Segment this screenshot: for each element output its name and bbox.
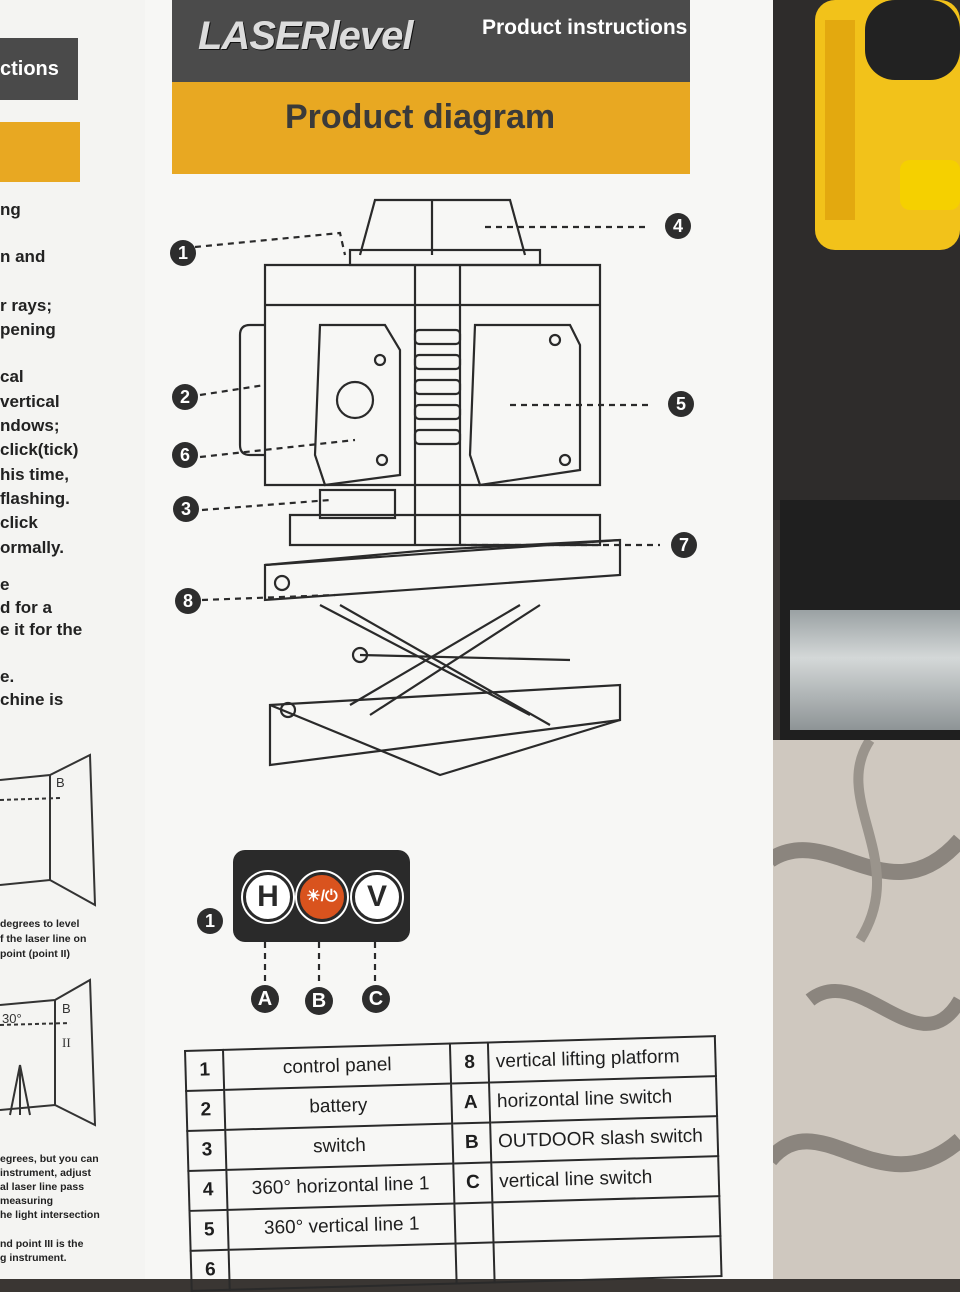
metal-strip bbox=[790, 610, 960, 730]
section-bar bbox=[172, 82, 690, 174]
part-label: horizontal line switch bbox=[489, 1076, 718, 1123]
part-label: battery bbox=[224, 1083, 453, 1130]
part-number bbox=[454, 1202, 494, 1244]
part-label: vertical lifting platform bbox=[488, 1036, 716, 1083]
left-text-line: pening bbox=[0, 320, 56, 339]
left-yellow-bar bbox=[0, 122, 80, 182]
part-label: control panel bbox=[223, 1043, 452, 1090]
left-small-line: f the laser line on bbox=[0, 933, 87, 945]
left-text-line: e. bbox=[0, 667, 15, 686]
left-text-line: e bbox=[0, 575, 10, 594]
left-text-line: ng bbox=[0, 200, 21, 219]
left-small-line: degrees to level bbox=[0, 918, 80, 930]
page-subtitle: Product instructions bbox=[482, 16, 688, 39]
part-number: 5 bbox=[189, 1209, 230, 1251]
manual-page bbox=[145, 0, 773, 1279]
laser-level-drawing bbox=[194, 198, 660, 777]
part-number: 2 bbox=[186, 1089, 226, 1131]
left-text-line: ndows; bbox=[0, 416, 60, 435]
part-label: OUTDOOR slash switch bbox=[490, 1116, 719, 1163]
callout-3: 3 bbox=[173, 496, 199, 522]
control-panel: H ☀/⏻ V bbox=[233, 850, 410, 942]
fig-label: B bbox=[56, 775, 65, 790]
fig-label: 30° bbox=[2, 1011, 22, 1026]
v-button-icon: V bbox=[352, 872, 402, 922]
callout-6: 6 bbox=[172, 442, 198, 468]
part-label bbox=[492, 1196, 721, 1243]
left-small-line: al laser line pass bbox=[0, 1181, 85, 1193]
left-text-line: n and bbox=[0, 247, 46, 266]
left-small-line: he light intersection bbox=[0, 1209, 100, 1221]
left-text-line: vertical bbox=[0, 392, 60, 411]
part-number: 1 bbox=[185, 1049, 225, 1091]
label-a: A bbox=[251, 985, 279, 1013]
parts-table: 1 control panel 8 vertical lifting platf… bbox=[184, 1035, 723, 1292]
left-page: ctions ng n and r rays; pening cal verti… bbox=[0, 0, 150, 1279]
callout-8: 8 bbox=[175, 588, 201, 614]
left-small-line: g instrument. bbox=[0, 1252, 67, 1264]
part-label bbox=[493, 1236, 722, 1283]
left-text-line: cal bbox=[0, 367, 24, 386]
callout-2: 2 bbox=[172, 384, 198, 410]
part-number: B bbox=[452, 1122, 492, 1164]
left-header: ctions bbox=[0, 38, 78, 100]
panel-callout-1: 1 bbox=[197, 908, 223, 934]
callout-5: 5 bbox=[668, 391, 694, 417]
carpet bbox=[770, 740, 960, 1279]
callout-7: 7 bbox=[671, 532, 697, 558]
h-button-icon: H bbox=[243, 872, 293, 922]
left-text-line: click(tick) bbox=[0, 440, 79, 459]
fig-label: II bbox=[62, 1035, 71, 1050]
fig-label: B bbox=[62, 1001, 71, 1016]
part-number: 8 bbox=[449, 1042, 490, 1084]
callout-1: 1 bbox=[170, 240, 196, 266]
part-number bbox=[455, 1242, 496, 1284]
part-label bbox=[229, 1243, 457, 1290]
yellow-tool-photo bbox=[815, 0, 960, 250]
left-text-line: r rays; bbox=[0, 296, 52, 315]
title-bar bbox=[172, 0, 690, 92]
left-small-line: egrees, but you can bbox=[0, 1153, 99, 1165]
part-number: 3 bbox=[187, 1129, 227, 1171]
part-label: 360° vertical line 1 bbox=[227, 1203, 456, 1250]
part-number: A bbox=[451, 1082, 491, 1124]
left-small-line: point (point II) bbox=[0, 948, 70, 960]
panel-leader-lines bbox=[263, 942, 377, 984]
left-text-line: flashing. bbox=[0, 489, 70, 508]
part-label: 360° horizontal line 1 bbox=[226, 1163, 455, 1210]
part-number: 4 bbox=[188, 1169, 228, 1211]
left-text-line: chine is bbox=[0, 690, 64, 709]
room-figure-2: B 30° II bbox=[0, 978, 97, 1127]
power-outdoor-button-icon: ☀/⏻ bbox=[297, 872, 347, 922]
left-text-line: e it for the bbox=[0, 620, 83, 639]
label-c: C bbox=[362, 985, 390, 1013]
left-text-line: ormally. bbox=[0, 538, 64, 557]
callout-4: 4 bbox=[665, 213, 691, 239]
left-text-line: his time, bbox=[0, 465, 69, 484]
part-label: switch bbox=[225, 1123, 454, 1170]
part-number: 6 bbox=[190, 1249, 231, 1291]
section-title: Product diagram bbox=[285, 98, 556, 136]
left-small-line: instrument, adjust bbox=[0, 1167, 92, 1179]
left-small-line: measuring bbox=[0, 1195, 54, 1207]
left-small-line: nd point III is the bbox=[0, 1238, 84, 1250]
brand-logo: LASERlevel bbox=[198, 14, 414, 58]
left-text-line: d for a bbox=[0, 598, 52, 617]
part-number: C bbox=[453, 1162, 493, 1204]
left-text-line: click bbox=[0, 513, 38, 532]
part-label: vertical line switch bbox=[491, 1156, 720, 1203]
room-figure-1: B bbox=[0, 753, 97, 907]
label-b: B bbox=[305, 987, 333, 1015]
